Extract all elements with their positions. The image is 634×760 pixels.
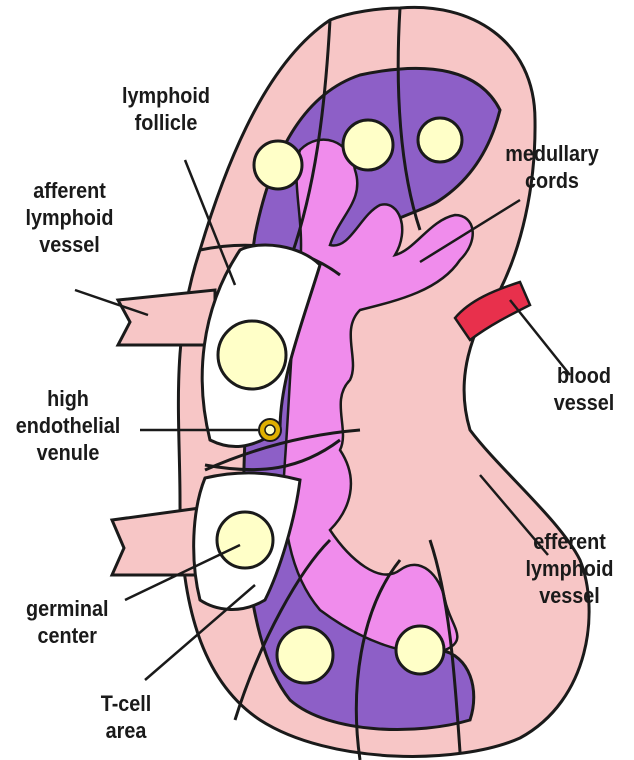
germinal-center <box>418 118 462 162</box>
afferent-vessel-bottom <box>112 508 200 575</box>
germinal-center <box>218 321 286 389</box>
germinal-center <box>254 141 302 189</box>
germinal-center <box>277 627 333 683</box>
high-endothelial-venule-icon <box>259 419 281 441</box>
label-afferent-lymphoid-vessel: afferent lymphoid vessel <box>20 177 119 258</box>
germinal-center <box>217 512 273 568</box>
label-lymphoid-follicle: lymphoid follicle <box>112 82 220 136</box>
label-medullary-cords: medullary cords <box>498 140 606 194</box>
label-t-cell-area: T-cell area <box>90 690 162 744</box>
afferent-vessel-top <box>118 290 215 345</box>
germinal-center <box>343 120 393 170</box>
label-high-endothelial-venule: high endothelial venule <box>5 385 131 466</box>
label-blood-vessel: blood vessel <box>548 362 620 416</box>
label-germinal-center: germinal center <box>20 595 115 649</box>
label-efferent-lymphoid-vessel: efferent lymphoid vessel <box>520 528 619 609</box>
germinal-center <box>396 626 444 674</box>
